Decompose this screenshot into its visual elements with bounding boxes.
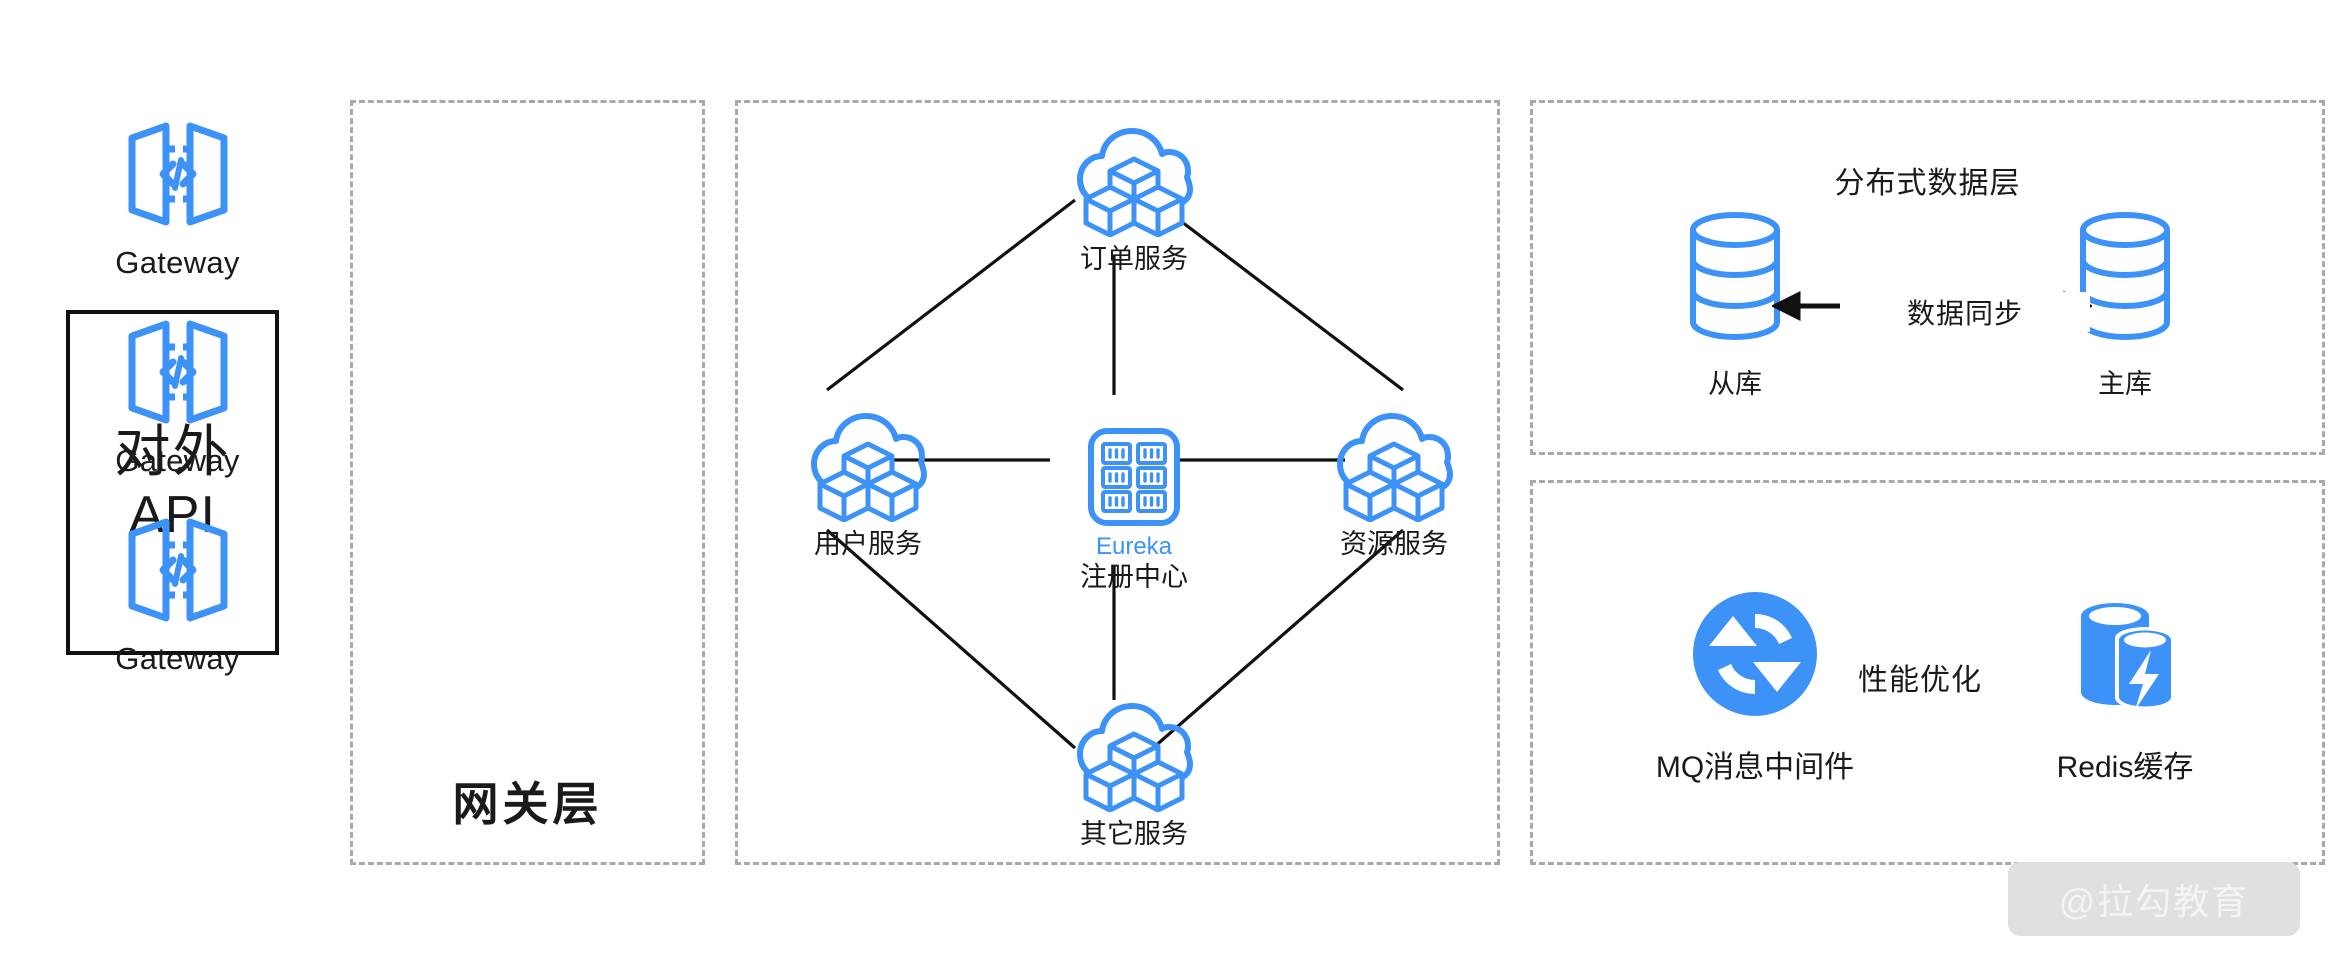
gateway-code-icon	[118, 316, 238, 433]
watermark: @拉勾教育	[2008, 862, 2300, 936]
gateway-layer-panel	[350, 100, 705, 865]
service-mesh-panel	[735, 100, 1500, 865]
gateway-layer-label: 网关层	[452, 778, 603, 830]
cloud-cubes-icon	[806, 410, 930, 527]
distributed-data-title: 分布式数据层	[1834, 167, 2021, 200]
gateway-item-1[interactable]: Gateway	[0, 118, 355, 281]
gateway-code-icon	[118, 118, 238, 235]
service-node-other-label: 其它服务	[1080, 819, 1188, 849]
gateway-item-3[interactable]: Gateway	[0, 514, 355, 677]
external-api-line2: API	[129, 485, 216, 544]
database-node-master-label: 主库	[2098, 369, 2152, 399]
eureka-registry-node[interactable]: Eureka 注册中心	[1048, 425, 1220, 593]
data-sync-label: 数据同步	[1840, 292, 2090, 332]
cloud-cubes-icon	[1332, 410, 1456, 527]
gateway-item-3-label: Gateway	[115, 641, 240, 676]
mq-node-label: MQ消息中间件	[1655, 751, 1855, 784]
gateway-code-icon	[118, 514, 238, 631]
service-connector-lines	[825, 198, 1405, 750]
database-node-slave[interactable]: 从库	[1640, 210, 1830, 400]
service-node-order-label: 订单服务	[1080, 244, 1188, 274]
database-node-slave-label: 从库	[1708, 369, 1762, 399]
service-node-user-label: 用户服务	[814, 529, 922, 559]
external-api-box: 对外 API	[66, 310, 279, 655]
server-rack-icon	[1082, 425, 1186, 534]
cloud-cubes-icon	[1072, 125, 1196, 242]
performance-optimization-label: 性能优化	[1858, 664, 1982, 697]
external-api-line1: 对外	[114, 419, 231, 483]
distributed-data-panel	[1530, 100, 2325, 455]
gateway-item-2[interactable]: Gateway	[0, 316, 355, 479]
gateway-item-2-label: Gateway	[115, 443, 240, 478]
mq-node[interactable]: MQ消息中间件	[1640, 588, 1870, 786]
performance-panel	[1530, 480, 2325, 865]
service-node-resource-label: 资源服务	[1340, 529, 1448, 559]
watermark-text: @拉勾教育	[2058, 881, 2250, 922]
redis-node-label: Redis缓存	[2056, 751, 2194, 784]
service-node-other[interactable]: 其它服务	[1028, 700, 1240, 850]
sync-circle-icon	[1689, 588, 1821, 725]
database-cylinder-icon	[1681, 210, 1789, 347]
eureka-subtitle-label: 注册中心	[1080, 562, 1188, 593]
service-node-resource[interactable]: 资源服务	[1288, 410, 1500, 560]
service-node-user[interactable]: 用户服务	[762, 410, 974, 560]
gateway-item-1-label: Gateway	[115, 245, 240, 280]
redis-node[interactable]: Redis缓存	[2010, 588, 2240, 786]
service-node-order[interactable]: 订单服务	[1028, 125, 1240, 275]
redis-cylinders-icon	[2059, 588, 2191, 725]
eureka-name-label: Eureka	[1095, 533, 1173, 560]
cloud-cubes-icon	[1072, 700, 1196, 817]
